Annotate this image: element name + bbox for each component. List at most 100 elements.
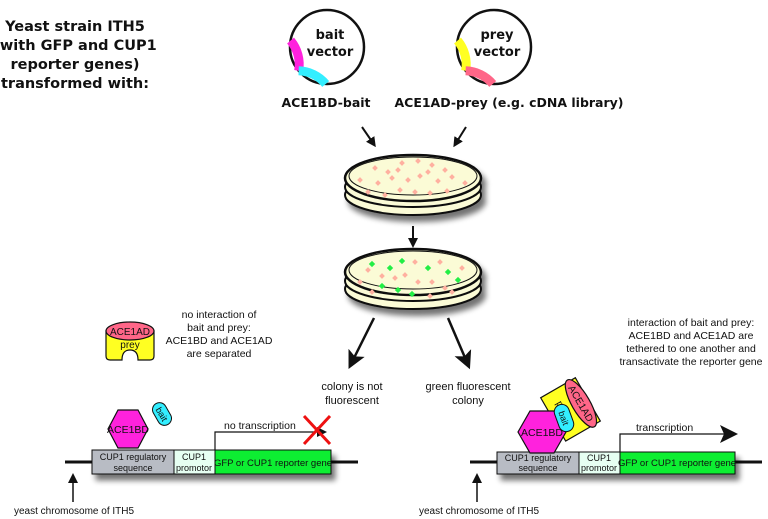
title-line: reporter genes) — [10, 57, 139, 73]
transcription-arrow — [214, 427, 327, 450]
promotor-label: promotor — [176, 463, 212, 473]
colony-group — [357, 158, 468, 198]
right-note-line: transactivate the reporter gene — [619, 356, 762, 368]
bait-vector-bait-segment — [298, 66, 330, 88]
colony — [395, 167, 401, 173]
colony — [357, 177, 363, 183]
colony — [442, 167, 448, 173]
colony — [412, 189, 418, 195]
right-panel-interaction: interaction of bait and prey: ACE1BD and… — [419, 317, 763, 517]
prey-label: prey — [120, 340, 139, 351]
title-line: transformed with: — [1, 76, 149, 92]
ace1ad-label: ACE1AD — [110, 327, 150, 338]
promotor-label: CUP1 — [587, 453, 611, 463]
colony — [405, 177, 411, 183]
blocked-cross-icon — [302, 414, 332, 446]
colony — [459, 265, 465, 271]
prey-vector-label: vector — [474, 45, 521, 60]
arrow-prey-to-plate — [453, 126, 467, 148]
positive-outcome-label: colony — [452, 395, 484, 407]
colony — [427, 293, 433, 299]
bait-protein: bait — [553, 403, 575, 433]
colony — [412, 259, 418, 265]
left-panel-no-interaction: no interaction of bait and prey: ACE1BD … — [14, 309, 358, 517]
reporter-label: GFP or CUP1 reporter gene — [618, 458, 736, 469]
prey-vector-label: prey — [480, 28, 514, 43]
ace1ad-domain — [105, 321, 155, 341]
title-line: Yeast strain ITH5 — [4, 19, 145, 35]
colony — [429, 279, 435, 285]
transcription-arrow — [619, 425, 738, 452]
title-block: Yeast strain ITH5 (with GFP and CUP1 rep… — [0, 19, 157, 92]
positive-outcome-label: green fluorescent — [426, 381, 511, 393]
colony — [429, 162, 435, 168]
regulatory-label: sequence — [518, 463, 557, 473]
left-note-line: bait and prey: — [187, 322, 251, 334]
cup1-promotor-segment — [173, 449, 216, 475]
left-note-line: no interaction of — [182, 309, 257, 321]
negative-outcome-label: fluorescent — [325, 395, 379, 407]
colony — [415, 279, 421, 285]
arrow-negative-outcome — [348, 317, 376, 369]
colony — [417, 173, 423, 179]
colony — [389, 175, 395, 181]
promotor-label: promotor — [581, 463, 617, 473]
colony — [375, 180, 381, 186]
reporter-gene-segment — [619, 451, 736, 475]
ace1ad-domain — [564, 378, 598, 428]
colony — [357, 279, 363, 285]
colony — [372, 165, 378, 171]
colony — [397, 187, 403, 193]
bait-vector-plasmid: bait vector ACE1BD-bait — [281, 8, 371, 110]
colony — [402, 272, 408, 278]
cup1-regulatory-segment — [91, 449, 175, 475]
regulatory-label: sequence — [113, 463, 152, 473]
colony — [437, 259, 443, 265]
chromosome-label: yeast chromosome of ITH5 — [419, 506, 539, 517]
chromosome-label: yeast chromosome of ITH5 — [14, 506, 134, 517]
prey-vector-caption: ACE1AD-prey (e.g. cDNA library) — [394, 95, 623, 110]
promotor-label: CUP1 — [182, 452, 206, 462]
no-transcription-label: no transcription — [224, 420, 296, 432]
colony — [399, 160, 405, 166]
prey-vector-prey-segment — [465, 66, 497, 88]
prey-vector-plasmid: prey vector ACE1AD-prey (e.g. cDNA libra… — [394, 8, 624, 110]
colony — [444, 188, 450, 194]
colony — [369, 289, 375, 295]
left-note-line: are separated — [187, 348, 252, 360]
bait-vector-label: bait — [316, 28, 345, 43]
colony — [365, 189, 371, 195]
bait-protein: bait — [152, 402, 172, 426]
bait-vector-caption: ACE1BD-bait — [281, 95, 370, 110]
arrow-bait-to-plate — [361, 126, 376, 148]
right-note-line: tethered to one another and — [626, 343, 756, 355]
colony — [385, 169, 391, 175]
colony — [415, 158, 421, 164]
title-line: (with GFP and CUP1 — [0, 38, 157, 54]
bait-vector-label: vector — [307, 45, 354, 60]
reporter-gene-segment — [214, 449, 332, 475]
colony — [442, 285, 448, 291]
petri-dish-screened — [343, 247, 483, 310]
reporter-label: GFP or CUP1 reporter gene — [214, 458, 332, 469]
colony — [392, 275, 398, 281]
left-note-line: ACE1BD and ACE1AD — [166, 335, 273, 347]
transcription-label: transcription — [636, 422, 693, 434]
colony — [449, 174, 455, 180]
ace1bd-label: ACE1BD — [521, 427, 563, 439]
free-prey-protein: ACE1AD prey — [105, 321, 155, 361]
gene-construct — [91, 449, 332, 475]
petri-dish-transformed — [343, 153, 483, 216]
regulatory-label: CUP1 regulatory — [505, 453, 572, 463]
ace1bd-label: ACE1BD — [107, 424, 149, 436]
ace1bd-hexagon — [107, 409, 149, 449]
colony — [449, 289, 455, 295]
right-note-line: ACE1BD and ACE1AD are — [629, 330, 754, 342]
colony — [379, 273, 385, 279]
colony — [435, 178, 441, 184]
colony — [382, 192, 388, 198]
negative-outcome-label: colony is not — [321, 381, 382, 393]
colony — [365, 267, 371, 273]
colony — [425, 169, 431, 175]
